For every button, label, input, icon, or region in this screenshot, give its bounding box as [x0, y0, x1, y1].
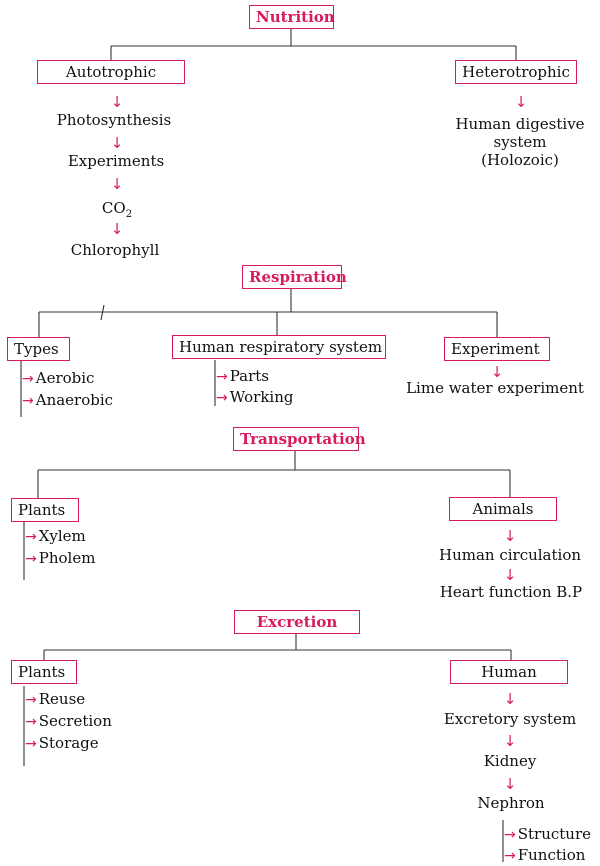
- xylem-item: →Xylem: [25, 527, 86, 545]
- system-label: system: [493, 133, 547, 151]
- chlorophyll-label: Chlorophyll: [70, 241, 160, 259]
- anaerobic-item: →Anaerobic: [22, 391, 114, 409]
- human-digestive-label: Human digestive: [455, 115, 585, 133]
- excretion-title: Excretion: [234, 610, 360, 634]
- down-arrow-icon: ↓: [503, 732, 517, 750]
- human-respiratory-box: Human respiratory system: [172, 335, 386, 359]
- lime-water-label: Lime water experiment: [406, 379, 584, 397]
- right-arrow-icon: →: [25, 529, 37, 545]
- experiment-box: Experiment: [444, 337, 550, 361]
- right-arrow-icon: →: [22, 371, 34, 387]
- aerobic-item: →Aerobic: [22, 369, 95, 387]
- right-arrow-icon: →: [22, 393, 34, 409]
- plants-box-transport: Plants: [11, 498, 79, 522]
- down-arrow-icon: ↓: [110, 220, 124, 238]
- down-arrow-icon: ↓: [503, 775, 517, 793]
- pholem-item: →Pholem: [25, 549, 96, 567]
- down-arrow-icon: ↓: [110, 134, 124, 152]
- heterotrophic-box: Heterotrophic: [455, 60, 577, 84]
- animals-box: Animals: [449, 497, 557, 521]
- respiration-title: Respiration: [242, 265, 347, 289]
- photosynthesis-label: Photosynthesis: [56, 111, 172, 129]
- down-arrow-icon: ↓: [110, 93, 124, 111]
- kidney-label: Kidney: [483, 752, 537, 770]
- working-item: →Working: [216, 388, 294, 406]
- plants-box-excretion: Plants: [11, 660, 77, 684]
- right-arrow-icon: →: [216, 390, 228, 406]
- down-arrow-icon: ↓: [503, 527, 517, 545]
- right-arrow-icon: →: [25, 714, 37, 730]
- excretory-system-label: Excretory system: [443, 710, 577, 728]
- autotrophic-box: Autotrophic: [37, 60, 185, 84]
- right-arrow-icon: →: [25, 692, 37, 708]
- structure-item: →Structure: [504, 825, 592, 843]
- function-item: →Function: [504, 846, 586, 864]
- right-arrow-icon: →: [25, 736, 37, 752]
- reuse-item: →Reuse: [25, 690, 86, 708]
- secretion-item: →Secretion: [25, 712, 112, 730]
- right-arrow-icon: →: [504, 827, 516, 843]
- parts-item: →Parts: [216, 367, 269, 385]
- down-arrow-icon: ↓: [503, 690, 517, 708]
- human-circulation-label: Human circulation: [438, 546, 582, 564]
- right-arrow-icon: →: [25, 551, 37, 567]
- types-box: Types: [7, 337, 70, 361]
- co2-label: CO2: [101, 199, 133, 220]
- right-arrow-icon: →: [504, 848, 516, 864]
- heart-function-label: Heart function B.P: [439, 583, 583, 601]
- down-arrow-icon: ↓: [490, 363, 504, 381]
- holozoic-label: (Holozoic): [481, 151, 559, 169]
- down-arrow-icon: ↓: [514, 93, 528, 111]
- nutrition-title: Nutrition: [249, 5, 335, 29]
- nephron-label: Nephron: [477, 794, 545, 812]
- experiments-label: Experiments: [67, 152, 165, 170]
- human-box: Human: [450, 660, 568, 684]
- down-arrow-icon: ↓: [503, 566, 517, 584]
- storage-item: →Storage: [25, 734, 99, 752]
- down-arrow-icon: ↓: [110, 175, 124, 193]
- transportation-title: Transportation: [233, 427, 366, 451]
- right-arrow-icon: →: [216, 369, 228, 385]
